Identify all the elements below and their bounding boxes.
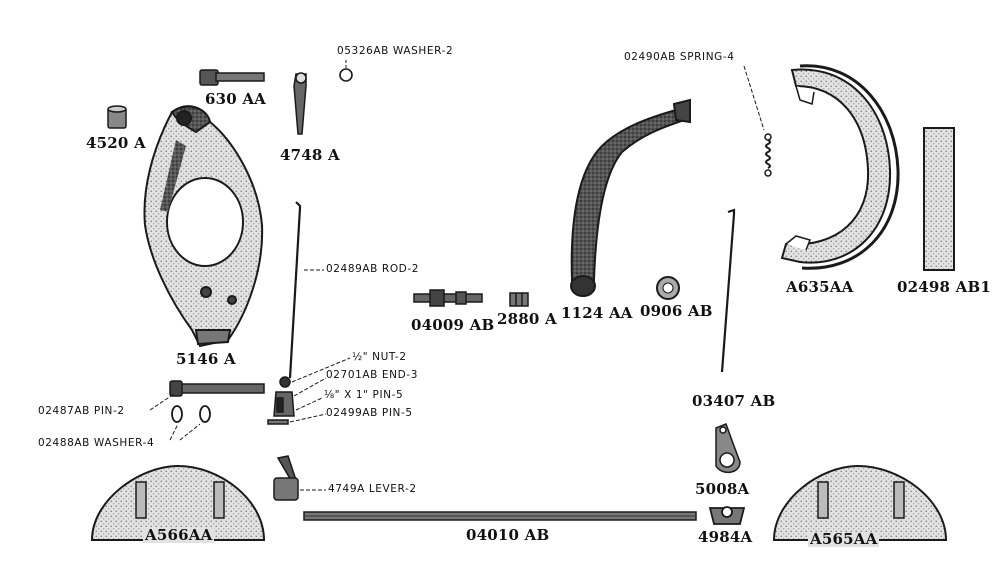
label-4749a: 4749A LEVER-2 <box>328 483 417 495</box>
nut-2880a <box>509 292 529 307</box>
lever-5008a <box>715 423 741 474</box>
lining-02498ab1 <box>923 127 955 271</box>
shaft-04010ab <box>303 511 697 521</box>
pedal-1124aa <box>570 98 691 297</box>
label-2880a: 2880 A <box>497 310 557 328</box>
label-5008a: 5008A <box>695 480 750 498</box>
bolt-630aa <box>199 69 265 86</box>
label-a635aa: A635AA <box>786 278 854 296</box>
label-04009ab: 04009 AB <box>411 316 495 334</box>
label-a565aa: A565AA <box>808 530 880 548</box>
label-1124aa: 1124 AA <box>561 304 633 322</box>
backing-plate-5146a <box>143 105 264 348</box>
label-02498ab1: 02498 AB1 <box>897 278 991 296</box>
pin-04009ab <box>413 289 483 307</box>
small-fittings <box>267 357 351 425</box>
label-4984a: 4984A <box>698 528 753 546</box>
label-02489ab: 02489AB ROD-2 <box>326 263 420 275</box>
pin-02487ab <box>149 380 265 411</box>
label-4748a: 4748 A <box>280 146 340 164</box>
label-05326ab: 05326AB WASHER-2 <box>337 45 454 57</box>
lever-4748a <box>293 72 307 135</box>
washer-05326ab <box>339 60 353 82</box>
label-a566aa: A566AA <box>143 526 215 544</box>
spring-02490ab <box>743 65 772 177</box>
label-02701ab: 02701AB END-3 <box>326 369 418 381</box>
label-02488ab: 02488AB WASHER-4 <box>38 437 155 449</box>
label-03407ab: 03407 AB <box>692 392 776 410</box>
label-4520a: 4520 A <box>86 134 146 152</box>
brake-shoe-a635aa <box>780 64 900 270</box>
washer-0906ab <box>656 276 680 300</box>
rod-02489ab <box>288 201 324 379</box>
washers-02488ab <box>169 405 211 441</box>
label-02490ab: 02490AB SPRING-4 <box>624 51 735 63</box>
rod-03407ab <box>720 208 736 373</box>
shield-a565aa <box>772 464 948 541</box>
label-630aa: 630 AA <box>205 90 267 108</box>
label-0906ab: 0906 AB <box>640 302 713 320</box>
label-pin-1-8: ⅛" X 1" PIN-5 <box>324 389 404 401</box>
clip-4984a <box>708 506 746 525</box>
label-04010ab: 04010 AB <box>466 526 550 544</box>
shield-a566aa <box>90 464 266 541</box>
label-02499ab: 02499AB PIN-5 <box>326 407 413 419</box>
label-5146a: 5146 A <box>176 350 236 368</box>
label-02487ab: 02487AB PIN-2 <box>38 405 125 417</box>
bushing-4520a <box>107 105 127 129</box>
lever-4749a <box>273 455 326 501</box>
label-nut: ½" NUT-2 <box>352 351 407 363</box>
